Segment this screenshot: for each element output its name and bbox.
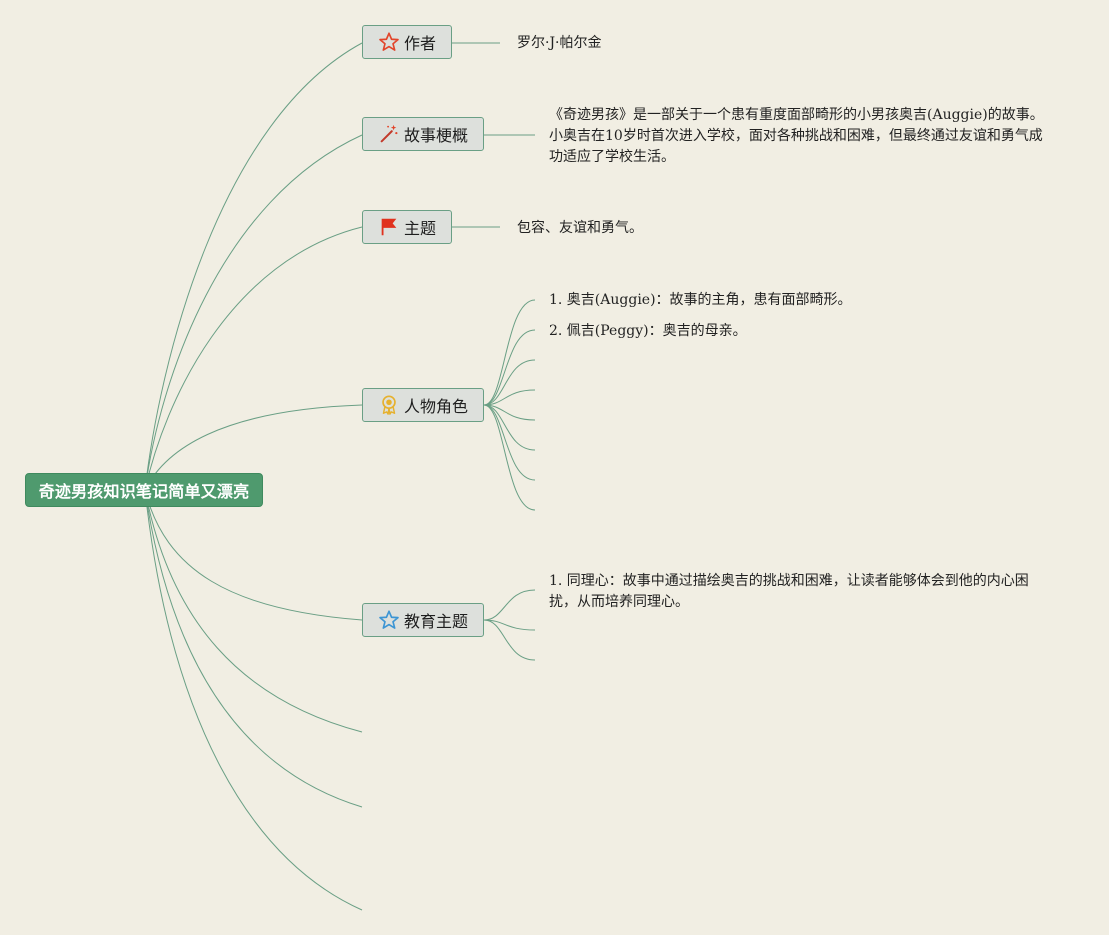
education-item: 1. 同理心：故事中通过描绘奥吉的挑战和困难，让读者能够体会到他的内心困扰，从而… [549, 573, 1029, 610]
author-note: 罗尔·J·帕尔金 [517, 35, 602, 51]
topic-author[interactable]: 作者 [362, 25, 452, 59]
root-topic[interactable]: 奇迹男孩知识笔记简单又漂亮 [25, 473, 263, 507]
topic-education[interactable]: 教育主题 [362, 603, 484, 637]
topic-synopsis[interactable]: 故事梗概 [362, 117, 484, 151]
topic-author-label: 作者 [404, 34, 437, 53]
character-item: 1. 奥吉(Auggie)：故事的主角，患有面部畸形。 [549, 292, 852, 308]
character-item: 2. 佩吉(Peggy)：奥吉的母亲。 [549, 323, 747, 339]
topic-synopsis-label: 故事梗概 [404, 126, 469, 145]
synopsis-note: 《奇迹男孩》是一部关于一个患有重度面部畸形的小男孩奥吉(Auggie)的故事。小… [549, 107, 1044, 165]
root-title: 奇迹男孩知识笔记简单又漂亮 [38, 482, 250, 501]
topic-theme-label: 主题 [404, 219, 437, 238]
magic-wand-icon [378, 123, 400, 145]
medal-icon [378, 394, 400, 416]
topic-theme[interactable]: 主题 [362, 210, 452, 244]
topic-characters[interactable]: 人物角色 [362, 388, 484, 422]
topic-characters-label: 人物角色 [404, 397, 469, 416]
flag-icon [378, 216, 400, 238]
blue-star-icon [378, 609, 400, 631]
theme-note: 包容、友谊和勇气。 [517, 220, 643, 236]
star-outline-icon [378, 31, 400, 53]
topic-education-label: 教育主题 [404, 612, 469, 631]
